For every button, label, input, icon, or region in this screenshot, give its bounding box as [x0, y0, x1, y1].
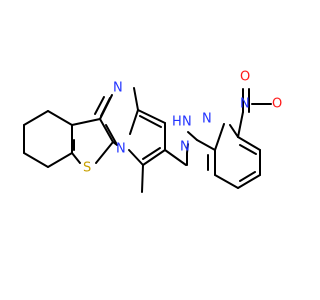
hydrazone-nh-n-label: N — [182, 115, 192, 130]
bond — [196, 139, 216, 151]
bond — [142, 147, 161, 160]
nitro-o-right-label: O — [272, 97, 282, 112]
bond — [237, 174, 261, 189]
bond — [214, 174, 239, 189]
bond — [137, 109, 166, 124]
thiophene-s-label: S — [83, 161, 91, 176]
atom-labels: N S N N H N N N O O — [83, 70, 282, 176]
bond — [47, 110, 73, 126]
bond — [237, 136, 261, 151]
bond — [239, 144, 257, 155]
nitro-o-top-label: O — [240, 70, 250, 85]
pyridine-n-label: N — [202, 112, 212, 127]
bonds — [23, 87, 272, 193]
bond — [142, 149, 166, 166]
bond — [139, 115, 162, 128]
bond — [141, 164, 144, 193]
bond — [99, 118, 114, 143]
bond — [214, 123, 225, 151]
bond — [164, 149, 187, 166]
hydrazone-n-label: N — [180, 140, 190, 155]
bond — [105, 124, 117, 144]
bond — [71, 152, 81, 164]
bond — [23, 152, 49, 168]
nitro-n-label: N — [240, 97, 250, 112]
bond — [187, 131, 198, 141]
bond — [100, 97, 111, 117]
bond — [23, 110, 49, 126]
bond — [229, 124, 239, 138]
bond — [95, 141, 114, 164]
bond — [112, 141, 118, 146]
bond — [94, 96, 105, 115]
bond — [237, 111, 244, 138]
molecule-structure: N S N N H N N N O O — [23, 70, 282, 193]
bond — [239, 171, 256, 182]
pyrrole-n-label: N — [116, 142, 126, 157]
bond — [71, 118, 101, 126]
nitrile-n-label: N — [113, 81, 123, 96]
bond — [129, 109, 139, 135]
hydrazone-h-label: H — [172, 115, 182, 130]
bond — [186, 143, 189, 154]
bond — [47, 152, 73, 168]
bond — [133, 87, 139, 111]
bond — [128, 149, 144, 166]
